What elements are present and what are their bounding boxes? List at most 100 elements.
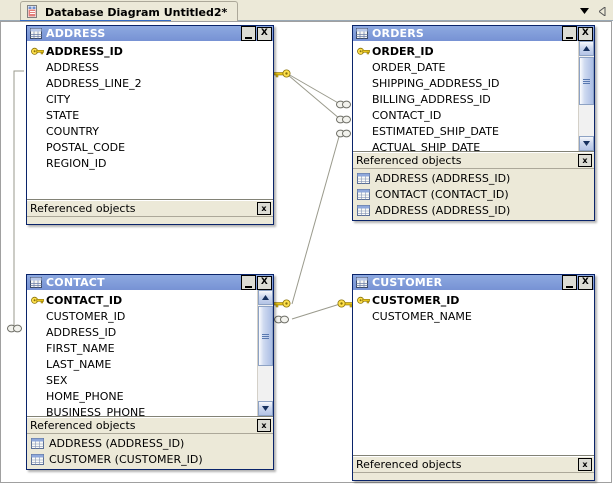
referenced-objects-title: Referenced objects <box>30 419 136 432</box>
column-name: ORDER_DATE <box>372 60 446 74</box>
table-icon <box>356 277 368 288</box>
scroll-down-button[interactable] <box>258 401 273 416</box>
referenced-object-label: ADDRESS (ADDRESS_ID) <box>375 171 511 185</box>
table-node-orders[interactable]: ORDERS X ORDER_ID ORDER_DATE SHIPPING_AD… <box>352 25 595 221</box>
column-row[interactable]: ADDRESS <box>27 59 273 75</box>
column-row[interactable]: ESTIMATED_SHIP_DATE <box>353 123 579 139</box>
table-name: ADDRESS <box>46 27 106 40</box>
column-name: ADDRESS_ID <box>46 44 123 58</box>
column-name: FIRST_NAME <box>46 341 115 355</box>
column-list-area: CUSTOMER_ID CUSTOMER_NAME <box>353 290 594 456</box>
referenced-objects-close-button[interactable]: x <box>257 202 271 215</box>
key-icon <box>357 47 370 55</box>
scrollbar-thumb[interactable] <box>258 306 273 366</box>
chevron-down-icon[interactable] <box>577 4 591 18</box>
column-row[interactable]: REGION_ID <box>27 155 273 171</box>
column-row[interactable]: STATE <box>27 107 273 123</box>
close-button[interactable]: X <box>257 275 272 290</box>
column-row[interactable]: CONTACT_ID <box>27 292 258 308</box>
referenced-objects-list: ADDRESS (ADDRESS_ID) CUSTOMER (CUSTOMER_… <box>27 434 273 469</box>
column-name: LAST_NAME <box>46 357 112 371</box>
vertical-scrollbar[interactable] <box>578 41 594 151</box>
scroll-up-button[interactable] <box>579 41 594 56</box>
referenced-objects-header: Referenced objects x <box>27 200 273 217</box>
column-list-area: ADDRESS_ID ADDRESS ADDRESS_LINE_2 CITY S… <box>27 41 273 200</box>
column-row[interactable]: BILLING_ADDRESS_ID <box>353 91 579 107</box>
table-title-bar[interactable]: ADDRESS X <box>27 26 273 41</box>
tab-label: Database Diagram Untitled2* <box>45 5 228 19</box>
column-row[interactable]: ACTUAL_SHIP_DATE <box>353 139 579 152</box>
scroll-down-button[interactable] <box>579 136 594 151</box>
key-icon <box>274 69 291 78</box>
referenced-object-item[interactable]: CONTACT (CONTACT_ID) <box>353 186 594 202</box>
column-row[interactable]: FIRST_NAME <box>27 340 258 356</box>
referenced-object-item[interactable]: ADDRESS (ADDRESS_ID) <box>353 170 594 186</box>
scroll-up-button[interactable] <box>258 290 273 305</box>
minimize-button[interactable] <box>241 275 256 290</box>
column-row[interactable]: ORDER_ID <box>353 43 579 59</box>
close-button[interactable]: X <box>578 275 593 290</box>
referenced-objects-close-button[interactable]: x <box>578 458 592 471</box>
column-row[interactable]: CUSTOMER_NAME <box>353 308 594 324</box>
column-row[interactable]: BUSINESS_PHONE <box>27 404 258 417</box>
column-list: CONTACT_ID CUSTOMER_ID ADDRESS_ID FIRST_… <box>27 290 258 416</box>
column-row[interactable]: LAST_NAME <box>27 356 258 372</box>
table-title-bar[interactable]: CUSTOMER X <box>353 275 594 290</box>
column-row[interactable]: ADDRESS_ID <box>27 324 258 340</box>
relationship-line-address-orders-billing <box>287 74 341 120</box>
table-title-bar[interactable]: CONTACT X <box>27 275 273 290</box>
referenced-objects-close-button[interactable]: x <box>578 154 592 167</box>
referenced-objects-title: Referenced objects <box>356 154 462 167</box>
table-name: CUSTOMER <box>372 276 443 289</box>
referenced-object-item[interactable]: ADDRESS (ADDRESS_ID) <box>27 435 273 451</box>
referenced-objects-title: Referenced objects <box>356 458 462 471</box>
column-row[interactable]: ADDRESS_LINE_2 <box>27 75 273 91</box>
scroll-left-icon[interactable] <box>595 4 609 18</box>
table-icon <box>356 28 368 39</box>
column-row[interactable]: CITY <box>27 91 273 107</box>
column-name: ADDRESS_LINE_2 <box>46 76 142 90</box>
relationship-line-orders-contact <box>291 132 341 305</box>
referenced-object-label: ADDRESS (ADDRESS_ID) <box>49 436 185 450</box>
close-button[interactable]: X <box>578 26 593 41</box>
column-name: ESTIMATED_SHIP_DATE <box>372 124 499 138</box>
minimize-button[interactable] <box>562 275 577 290</box>
referenced-object-item[interactable]: CUSTOMER (CUSTOMER_ID) <box>27 451 273 467</box>
column-name: ADDRESS_ID <box>46 325 117 339</box>
scrollbar-grip <box>262 333 269 339</box>
diagram-canvas[interactable]: ADDRESS X ADDRESS_ID ADDRESS ADDRESS_LIN… <box>0 21 613 484</box>
close-button[interactable]: X <box>257 26 272 41</box>
column-row[interactable]: CUSTOMER_ID <box>353 292 594 308</box>
referenced-object-item[interactable]: ADDRESS (ADDRESS_ID) <box>353 202 594 218</box>
table-name: ORDERS <box>372 27 425 40</box>
column-row[interactable]: COUNTRY <box>27 123 273 139</box>
column-row[interactable]: SHIPPING_ADDRESS_ID <box>353 75 579 91</box>
key-icon <box>357 296 372 305</box>
column-row[interactable]: CUSTOMER_ID <box>27 308 258 324</box>
relationship-line-customer-contact <box>291 303 341 320</box>
scrollbar-thumb[interactable] <box>579 57 594 105</box>
column-row[interactable]: CONTACT_ID <box>353 107 579 123</box>
column-list-area: ORDER_ID ORDER_DATE SHIPPING_ADDRESS_ID … <box>353 41 594 152</box>
minimize-button[interactable] <box>241 26 256 41</box>
table-node-contact[interactable]: CONTACT X CONTACT_ID CUSTOMER_ID ADDRESS… <box>26 274 274 470</box>
minimize-button[interactable] <box>562 26 577 41</box>
table-title-bar[interactable]: ORDERS X <box>353 26 594 41</box>
column-row[interactable]: POSTAL_CODE <box>27 139 273 155</box>
tab-database-diagram[interactable]: Database Diagram Untitled2* <box>20 1 239 22</box>
column-name: BUSINESS_PHONE <box>46 405 146 417</box>
vertical-scrollbar[interactable] <box>257 290 273 416</box>
column-name: POSTAL_CODE <box>46 140 126 154</box>
column-row[interactable]: HOME_PHONE <box>27 388 258 404</box>
referenced-object-label: CUSTOMER (CUSTOMER_ID) <box>49 452 203 466</box>
referenced-objects-header: Referenced objects x <box>353 152 594 169</box>
column-row[interactable]: SEX <box>27 372 258 388</box>
column-row[interactable]: ORDER_DATE <box>353 59 579 75</box>
referenced-objects-close-button[interactable]: x <box>257 419 271 432</box>
table-node-address[interactable]: ADDRESS X ADDRESS_ID ADDRESS ADDRESS_LIN… <box>26 25 274 225</box>
column-list: CUSTOMER_ID CUSTOMER_NAME <box>353 290 594 455</box>
table-node-customer[interactable]: CUSTOMER X CUSTOMER_ID CUSTOMER_NAME Ref… <box>352 274 595 481</box>
foreign-key-link-icon <box>274 315 289 324</box>
column-row[interactable]: ADDRESS_ID <box>27 43 273 59</box>
column-name: ADDRESS <box>46 60 100 74</box>
